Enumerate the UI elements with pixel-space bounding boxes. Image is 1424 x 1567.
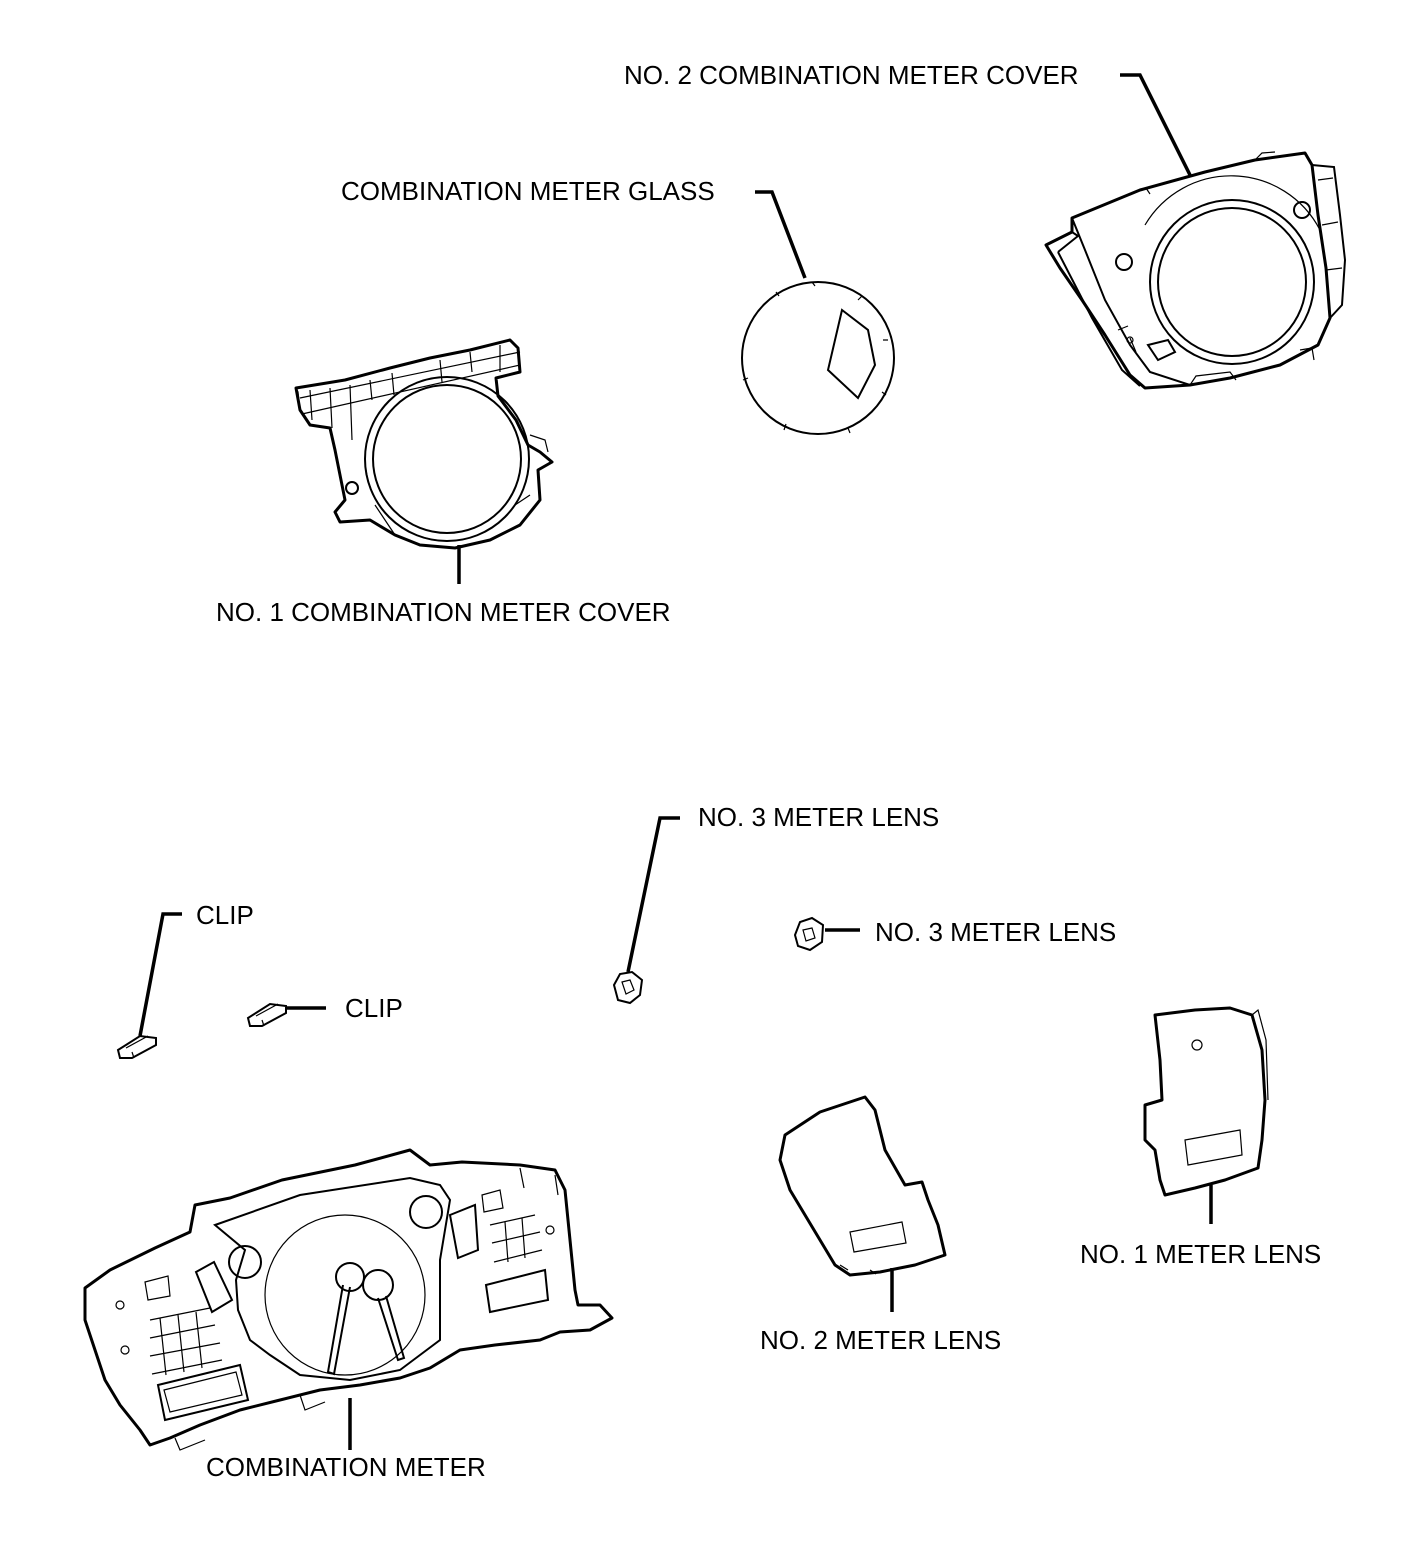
combination-meter-glass-part [741,281,895,435]
label-no2-combination-meter-cover: NO. 2 COMBINATION METER COVER [624,60,1079,90]
combination-meter-part [83,1148,614,1451]
label-clip-upper: CLIP [196,900,254,930]
leader-no2-combination-meter-cover [1120,73,1192,176]
no1-meter-lens-part [1143,1006,1269,1197]
no1-combination-meter-cover-part [294,338,554,550]
label-combination-meter: COMBINATION METER [206,1452,486,1482]
leader-clip-left [138,912,182,1037]
label-no2-meter-lens: NO. 2 METER LENS [760,1325,1002,1355]
clip-part-right [246,1002,287,1027]
clip-part-left [116,1034,157,1059]
leader-combination-meter-glass [755,190,807,279]
leader-no3-meter-lens-left [626,816,680,973]
no3-meter-lens-part-right [793,916,825,952]
label-no3-meter-lens-lower: NO. 3 METER LENS [875,917,1117,947]
no2-combination-meter-cover-part [1044,151,1347,390]
label-no1-meter-lens: NO. 1 METER LENS [1080,1239,1322,1269]
label-no3-meter-lens-upper: NO. 3 METER LENS [698,802,940,832]
no3-meter-lens-part-left [612,970,644,1005]
label-combination-meter-glass: COMBINATION METER GLASS [341,176,715,206]
no2-meter-lens-part [778,1095,947,1277]
label-clip-lower: CLIP [345,993,403,1023]
label-no1-combination-meter-cover: NO. 1 COMBINATION METER COVER [216,597,671,627]
